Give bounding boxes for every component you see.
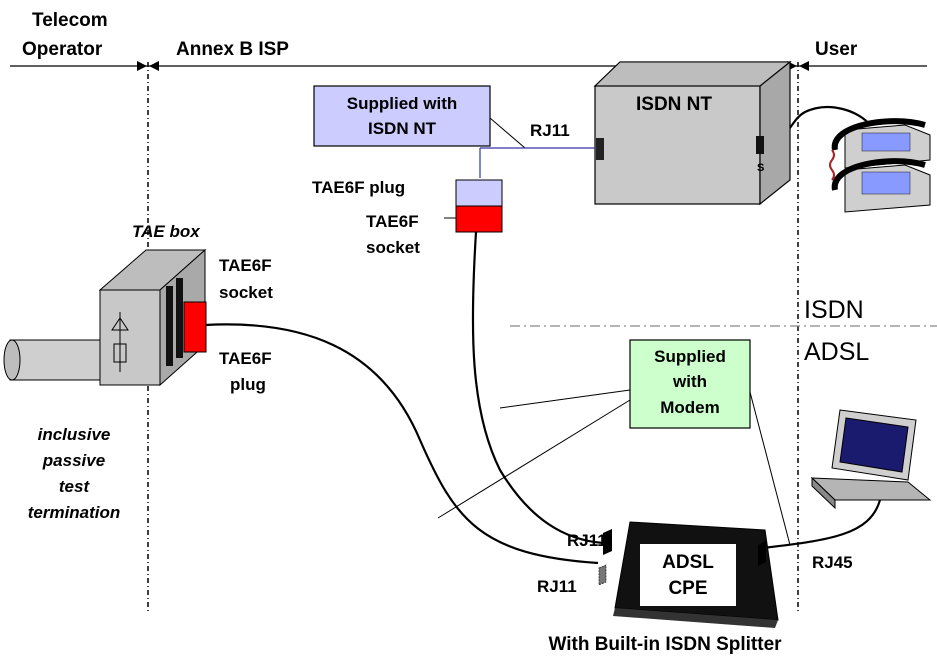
phone-keypad-lower <box>861 171 911 195</box>
tae-box-label: TAE box <box>132 222 201 241</box>
tae-input-cable-end <box>3 339 21 381</box>
nt-side-face <box>759 60 791 206</box>
cpe-rj45-port <box>758 541 766 566</box>
test-termination-line-2: passive <box>42 451 105 470</box>
callout-supplied-with-modem: Supplied with Modem <box>437 339 791 546</box>
isdn-nt-label: ISDN NT <box>636 94 712 115</box>
tae-red-plug <box>183 301 207 353</box>
phone-handset-upper <box>831 118 926 151</box>
nt-rj11-port <box>596 138 604 160</box>
rj11-cpe-upper-label: RJ11 <box>567 531 607 550</box>
tae6f-socket-top-label-1: TAE6F <box>366 212 419 231</box>
tae6f-socket-box-label-2: socket <box>219 283 273 302</box>
adsl-label: ADSL <box>804 338 869 366</box>
callout-modem-box <box>629 339 751 429</box>
phone-keypad-upper <box>861 132 911 152</box>
tae6f-plug-box-label-2: plug <box>230 375 266 394</box>
laptop-edge <box>811 476 836 510</box>
tae6f-socket-top <box>455 205 503 233</box>
cpe-base <box>613 608 778 628</box>
cpe-rj11-port-upper <box>603 529 612 555</box>
tae-input-cable <box>9 339 111 381</box>
nt-top <box>593 61 792 87</box>
cable-cpe-to-laptop <box>762 499 882 550</box>
callout-modem-line-2: with <box>672 372 707 391</box>
user-label: User <box>815 39 858 60</box>
cpe-rj11-port-lower <box>598 564 607 586</box>
tae6f-plug-box-label-1: TAE6F <box>219 349 272 368</box>
modem-leader-3 <box>749 391 791 546</box>
tae-slot-2 <box>176 278 183 358</box>
laptop-icon <box>810 409 932 510</box>
telecom-label-2: Operator <box>22 39 103 60</box>
phone-cord <box>829 149 835 181</box>
tae6f-plug-socket-top <box>444 179 503 233</box>
laptop-screen <box>839 417 909 473</box>
callout-modem-line-1: Supplied <box>654 347 726 366</box>
rj11-top-label: RJ11 <box>530 121 570 140</box>
callout-nt-box <box>313 85 491 147</box>
cables <box>204 106 882 565</box>
isdn-label: ISDN <box>804 296 864 324</box>
cpe-label-plate <box>640 544 736 606</box>
rj11-cpe-lower-label: RJ11 <box>537 577 577 596</box>
callout-modem-line-3: Modem <box>660 398 720 417</box>
adsl-cpe-device: ADSL CPE <box>598 521 779 628</box>
rj45-label: RJ45 <box>812 553 853 572</box>
modem-leader-1 <box>499 389 631 409</box>
nt-s-port <box>756 136 764 154</box>
nt-s-label: S <box>757 162 764 174</box>
tae6f-plug-top-label: TAE6F plug <box>312 178 405 197</box>
modem-leader-2 <box>437 399 631 519</box>
nt-front-face <box>594 85 761 205</box>
line-cable-tae <box>204 323 599 565</box>
splitter-caption: With Built-in ISDN Splitter <box>548 634 782 655</box>
test-termination-line-1: inclusive <box>38 425 111 444</box>
tae6f-socket-box-label-1: TAE6F <box>219 256 272 275</box>
test-termination-line-3: test <box>59 477 91 496</box>
callout-nt-leader <box>489 117 526 149</box>
cpe-label-2: CPE <box>668 578 707 599</box>
tae-slot-1 <box>166 286 173 366</box>
phone-handset-lower <box>831 158 926 191</box>
telecom-label-1: Telecom <box>32 10 108 31</box>
callout-nt-line-1: Supplied with <box>347 94 458 113</box>
annex-b-isp-label: Annex B ISP <box>176 39 289 60</box>
tae6f-socket-top-label-2: socket <box>366 238 420 257</box>
tae-box-front <box>99 289 161 386</box>
telephone-icon <box>829 118 931 213</box>
test-termination-line-4: termination <box>28 503 121 522</box>
cpe-label-1: ADSL <box>662 552 714 573</box>
tae-test-termination-symbol <box>111 312 129 372</box>
tae-box-device <box>3 248 207 387</box>
callout-supplied-with-isdn-nt: Supplied with ISDN NT <box>313 85 595 178</box>
tae6f-plug-top <box>455 179 503 207</box>
isdn-nt-device: S ISDN NT <box>593 60 792 206</box>
cable-nt-to-cpe <box>471 231 604 545</box>
callout-nt-line-2: ISDN NT <box>368 119 437 138</box>
